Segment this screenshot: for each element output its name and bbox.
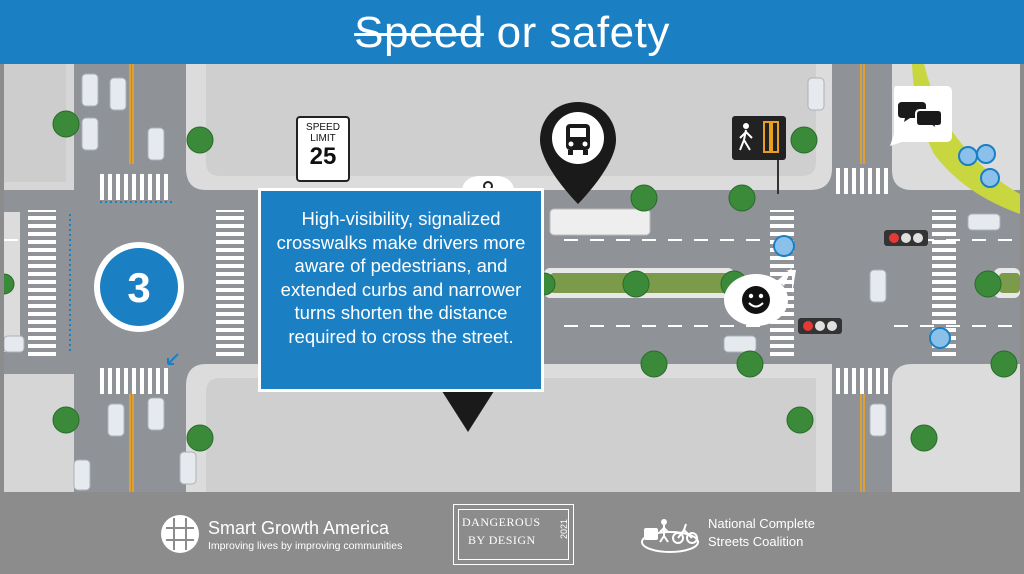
dbd-year: 2021 <box>559 519 569 540</box>
dangerous-by-design-logo: DANGEROUS BY DESIGN 2021 <box>453 504 574 565</box>
page-title: Speed or safety <box>0 4 1024 62</box>
sga-tagline: Improving lives by improving communities <box>208 540 403 552</box>
info-text: High-visibility, signalized crosswalks m… <box>276 208 526 347</box>
dbd-line1: DANGEROUS <box>462 515 541 529</box>
ncsc-icon <box>641 519 699 553</box>
title-struck-word: Speed <box>354 8 484 57</box>
bus-stop-pin-icon <box>540 102 616 204</box>
speed-sign-value: 25 <box>309 143 337 170</box>
speed-sign-line2: LIMIT <box>310 133 336 144</box>
ncsc-line1: National Complete <box>708 516 815 531</box>
speed-sign-line1: SPEED <box>306 122 340 133</box>
title-rest: or safety <box>483 8 670 57</box>
smiley-bubble-icon <box>724 268 796 326</box>
sga-name: Smart Growth America <box>208 518 390 538</box>
header-bar: Speed or safety <box>0 0 1024 64</box>
step-badge: 3 <box>94 242 184 332</box>
info-box: High-visibility, signalized crosswalks m… <box>258 188 544 392</box>
chat-bubbles-icon <box>890 86 952 146</box>
dbd-line2: BY DESIGN <box>468 533 536 547</box>
speed-limit-sign: SPEED LIMIT 25 <box>296 116 350 182</box>
sga-grid-icon <box>161 515 199 553</box>
ncsc-line2: Streets Coalition <box>708 534 804 549</box>
pin-tail-icon <box>440 388 496 432</box>
step-number: 3 <box>127 264 150 311</box>
dbd-inner-frame <box>458 509 569 560</box>
